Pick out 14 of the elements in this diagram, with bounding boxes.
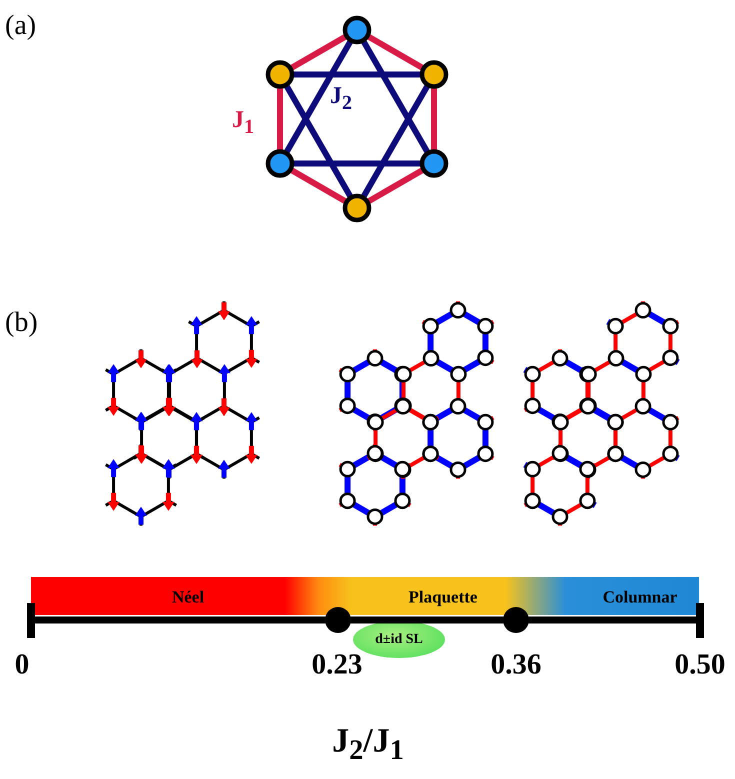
phase-label: Plaquette xyxy=(408,588,478,606)
panel-label: (a) xyxy=(5,12,36,40)
phase-label: Néel xyxy=(172,588,204,606)
coupling-label: J$_{1}$ xyxy=(232,108,254,137)
tick-label: 0 xyxy=(14,650,30,680)
tick-label: 0.50 xyxy=(674,650,726,680)
phase-label: d±id SL xyxy=(375,633,423,647)
tick-label: 0.23 xyxy=(312,650,362,680)
phase-band xyxy=(31,577,699,615)
coupling-label: J$_{2}$ xyxy=(330,84,352,113)
phase-label: Columnar xyxy=(602,588,678,606)
axis-title: J$_{2}$/J$_{1}$ xyxy=(332,724,404,766)
tick-label: 0.36 xyxy=(490,650,542,680)
panel-label: (b) xyxy=(5,309,38,337)
